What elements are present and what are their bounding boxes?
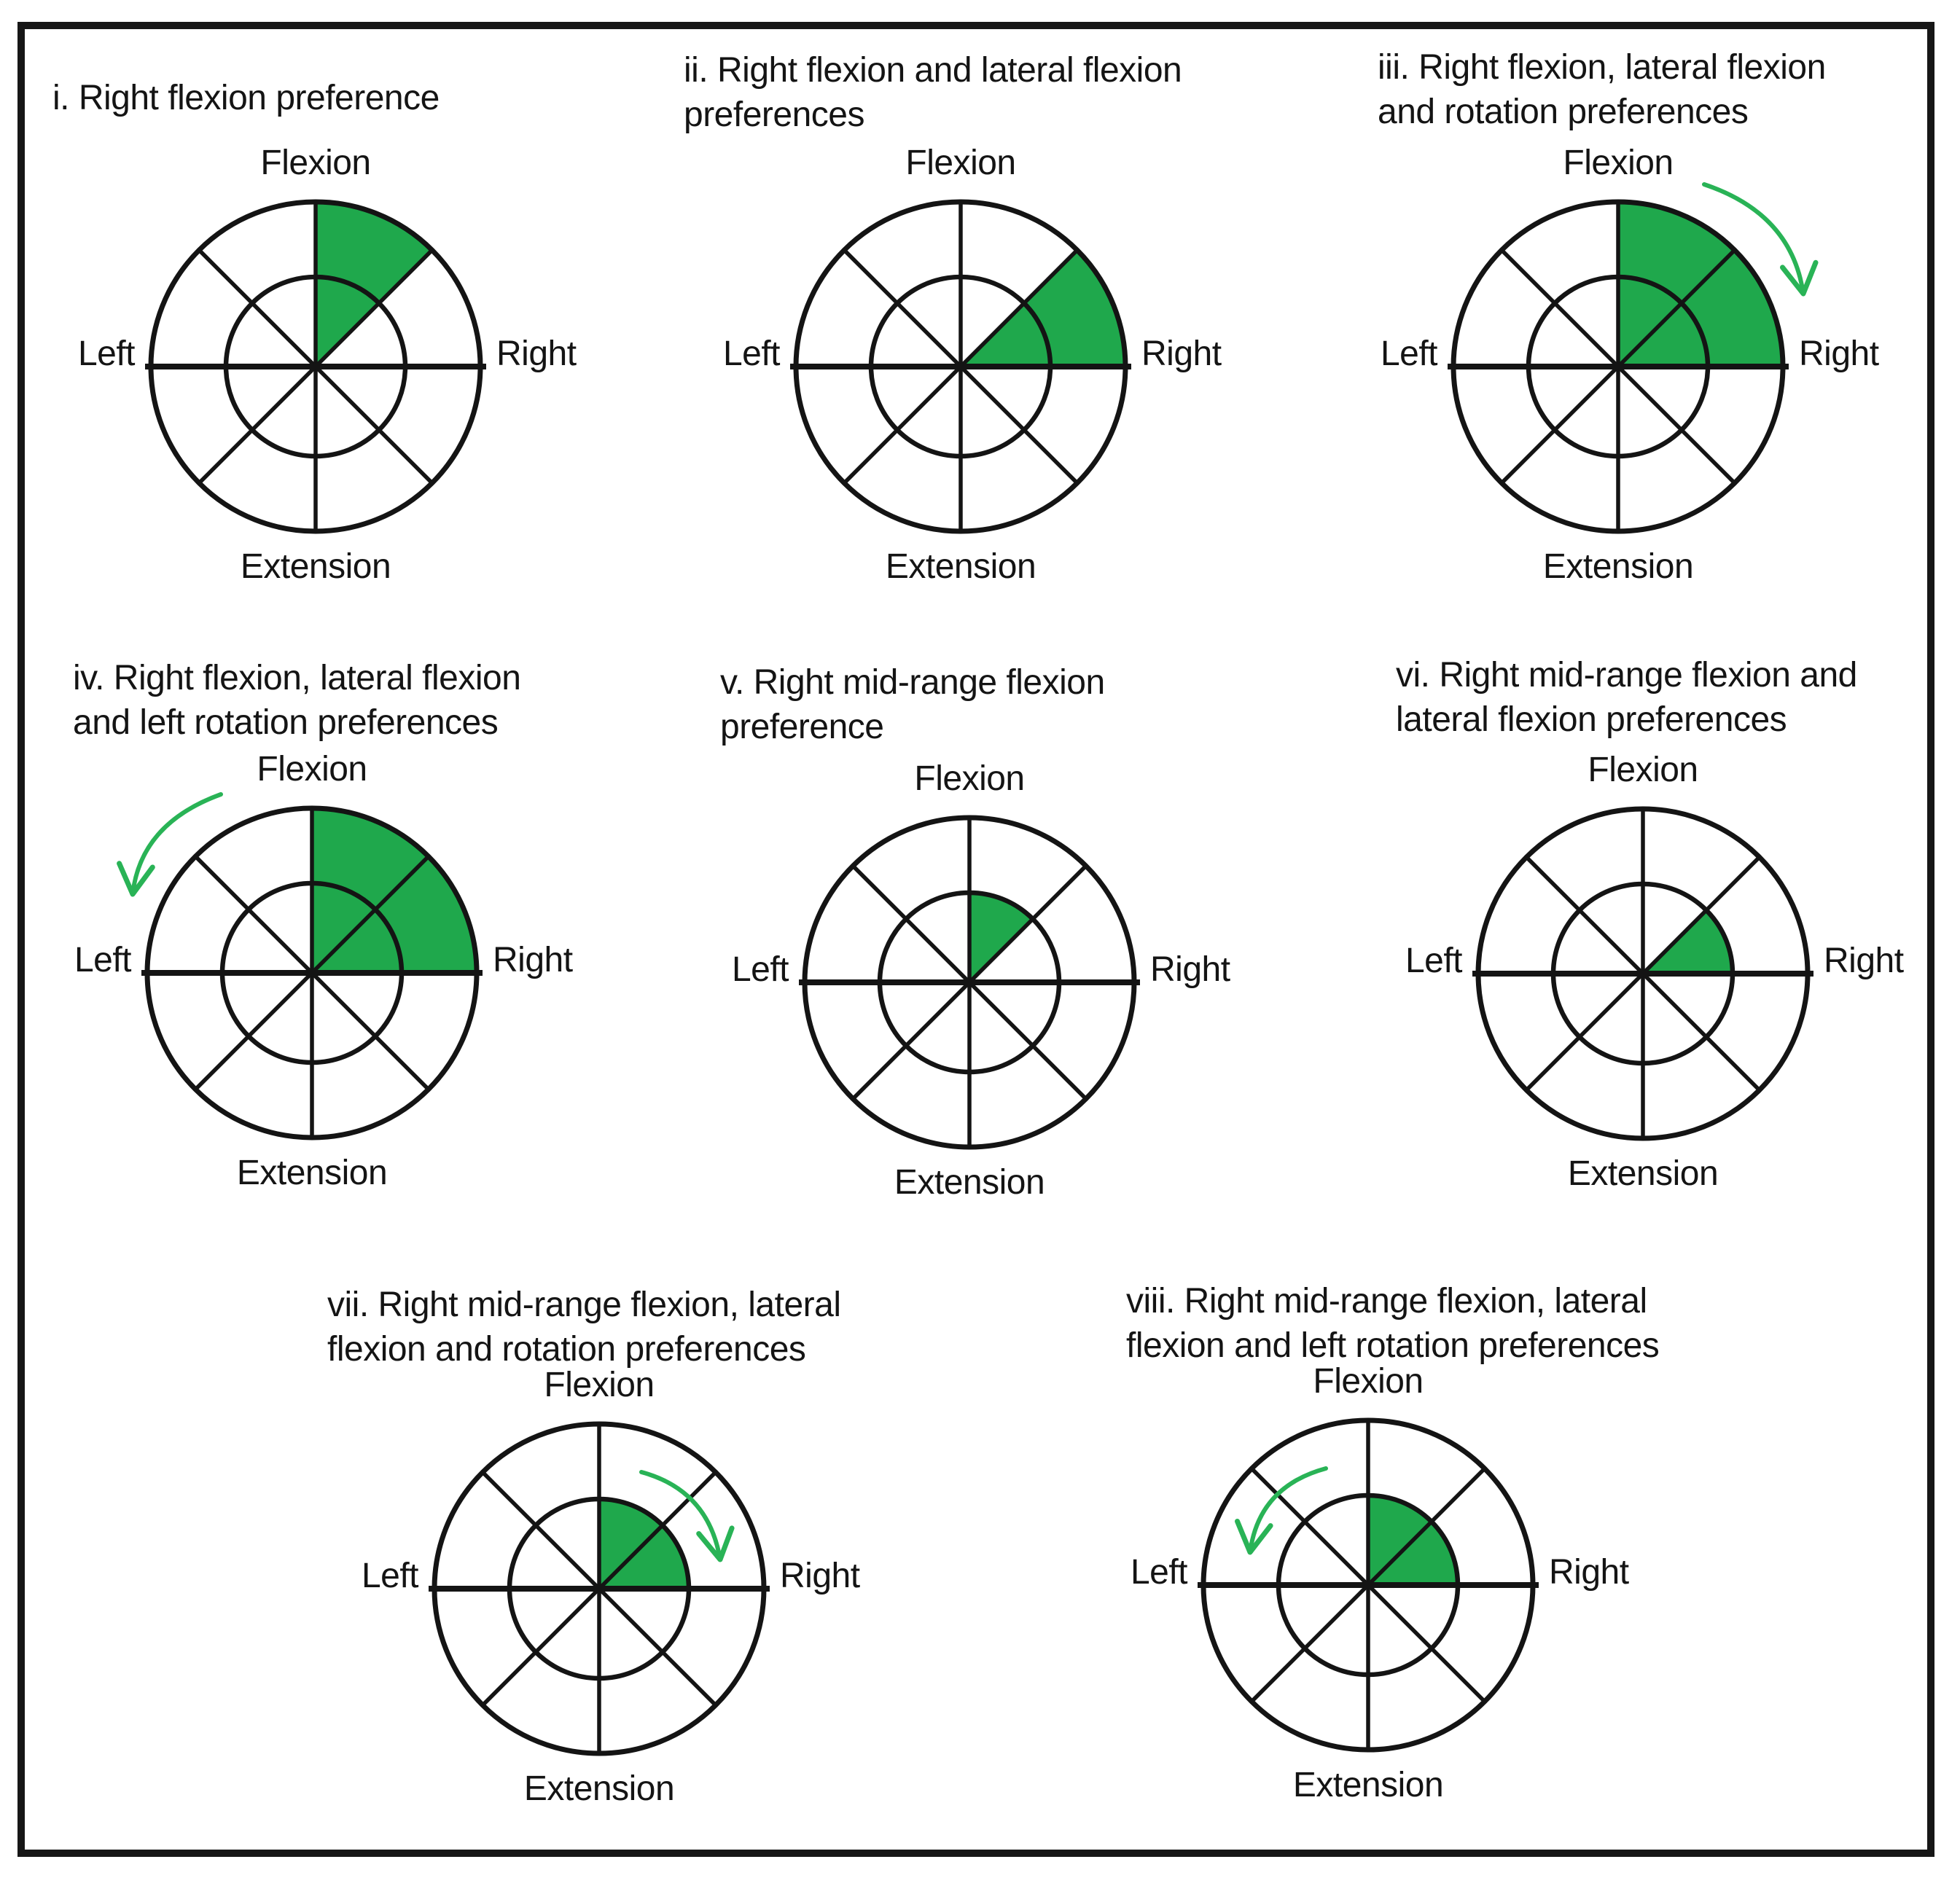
figure-border xyxy=(17,22,1934,1857)
